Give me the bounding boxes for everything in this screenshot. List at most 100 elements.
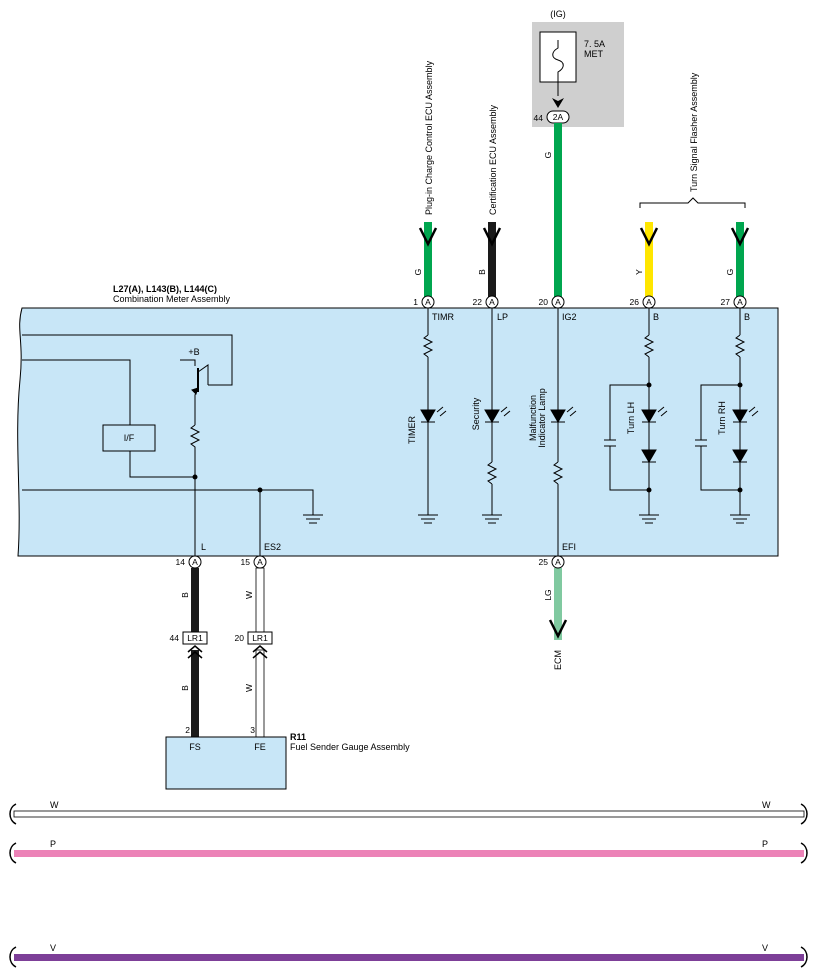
led-emission-icon <box>500 406 511 417</box>
led-emission-icon <box>566 406 577 417</box>
wire-color-label: G <box>543 152 553 159</box>
resistor-icon <box>189 424 201 560</box>
mil-circuit <box>550 308 577 556</box>
bus-p <box>14 850 804 857</box>
arrow-down-icon <box>548 619 568 639</box>
transistor-icon <box>191 387 199 395</box>
wire-color-label: B <box>180 592 190 598</box>
wire-color-label: G <box>413 269 423 276</box>
terminal-name: ES2 <box>264 542 281 552</box>
pin-connector <box>253 555 267 569</box>
junction-label: LR1 <box>187 633 203 643</box>
lamp-label-line1: Malfunction <box>528 395 538 441</box>
junction-label: LR1 <box>252 633 268 643</box>
pin-number: 27 <box>721 297 731 307</box>
ground-icon <box>482 514 502 524</box>
terminal-name: B <box>653 312 659 322</box>
terminal-name: EFI <box>562 542 576 552</box>
fuse-arrow-icon <box>552 98 564 108</box>
wire-color-label: LG <box>543 589 553 600</box>
diode-icon <box>732 449 748 463</box>
sender-terminal: FE <box>254 742 266 752</box>
junction-connectors: LR1 44 LR1 20 <box>170 631 273 659</box>
ecu-label-certification: Certification ECU Assembly <box>488 104 498 215</box>
fuse-name: MET <box>584 49 604 59</box>
sender-name: Fuel Sender Gauge Assembly <box>290 742 410 752</box>
lamp-label: TIMER <box>407 416 417 444</box>
bus-lines: W W P P V V <box>9 800 808 968</box>
ground-icon <box>418 514 438 524</box>
wire-color-label: W <box>244 684 254 692</box>
lamp-label: Security <box>471 397 481 430</box>
wire-color-label: B <box>477 269 487 275</box>
ecu-label-plugin: Plug-in Charge Control ECU Assembly <box>424 60 434 215</box>
resistor-icon <box>734 334 746 358</box>
fuse-icon <box>552 40 564 82</box>
lamp-label-line2: Indicator Lamp <box>537 388 547 448</box>
bus-label: W <box>762 800 771 810</box>
pin-conn-letter: A <box>555 557 561 567</box>
arrow-down-icon <box>418 227 438 247</box>
bus-label: P <box>762 839 768 849</box>
turn-lh-circuit <box>604 308 668 524</box>
pin-number: 26 <box>630 297 640 307</box>
meter-name: Combination Meter Assembly <box>113 294 231 304</box>
ig-label: (IG) <box>550 9 566 19</box>
led-icon <box>550 409 566 423</box>
meter-connectors: L27(A), L143(B), L144(C) <box>113 284 217 294</box>
fuel-gauge-circuit <box>22 334 323 560</box>
fuse-pin-num: 44 <box>534 113 544 123</box>
bottom-wires: B W LG ECM B W <box>180 567 568 738</box>
led-emission-icon <box>436 406 447 417</box>
turn-signal-bracket <box>639 197 746 208</box>
fuse-connector-label: 2A <box>553 112 564 122</box>
bus-w <box>13 810 805 818</box>
pin-conn-letter: A <box>489 297 495 307</box>
ground-icon <box>730 514 750 524</box>
led-emission-icon <box>748 406 759 417</box>
bus-break-icon <box>9 842 17 864</box>
wire-color-label: W <box>244 591 254 599</box>
wire-fe-lower <box>255 649 265 738</box>
bus-label: W <box>50 800 59 810</box>
bus-label: V <box>762 943 768 953</box>
junction-pin-num: 20 <box>235 633 245 643</box>
pin-connector <box>551 555 565 569</box>
lamp-label: Turn RH <box>717 401 727 435</box>
sender-pin-num: 3 <box>250 725 255 735</box>
bus-label: P <box>50 839 56 849</box>
led-icon <box>641 409 657 423</box>
wire-fe-upper <box>255 567 265 637</box>
pin-conn-letter: A <box>555 297 561 307</box>
security-circuit <box>482 308 511 524</box>
ecm-label: ECM <box>553 650 563 670</box>
led-icon <box>732 409 748 423</box>
fuel-sender-body <box>165 736 287 790</box>
bus-break-icon <box>9 946 17 968</box>
if-label: I/F <box>124 433 135 443</box>
pin-number: 20 <box>539 297 549 307</box>
power-label: +B <box>188 347 199 357</box>
bottom-connectors: A 14 A 15 A 25 <box>176 555 565 569</box>
led-icon <box>484 409 500 423</box>
sender-id: R11 <box>290 732 306 742</box>
pin-conn-letter: A <box>646 297 652 307</box>
pin-conn-letter: A <box>257 557 263 567</box>
timer-circuit <box>418 308 447 524</box>
arrow-down-icon <box>730 227 750 247</box>
ig-fuse-group: (IG) 7. 5A MET 2A 44 <box>532 9 624 127</box>
resistor-icon <box>552 461 564 485</box>
bus-break-icon <box>800 803 808 825</box>
fuse-rating: 7. 5A <box>584 39 605 49</box>
wire-color-label: B <box>180 685 190 691</box>
pin-connector <box>188 555 202 569</box>
wire-color-label: G <box>725 269 735 276</box>
bus-label: V <box>50 943 56 953</box>
terminal-name: B <box>744 312 750 322</box>
sender-terminal: FS <box>189 742 201 752</box>
pin-number: 22 <box>473 297 483 307</box>
pin-number: 15 <box>241 557 251 567</box>
pin-conn-letter: A <box>737 297 743 307</box>
resistor-icon <box>643 334 655 358</box>
